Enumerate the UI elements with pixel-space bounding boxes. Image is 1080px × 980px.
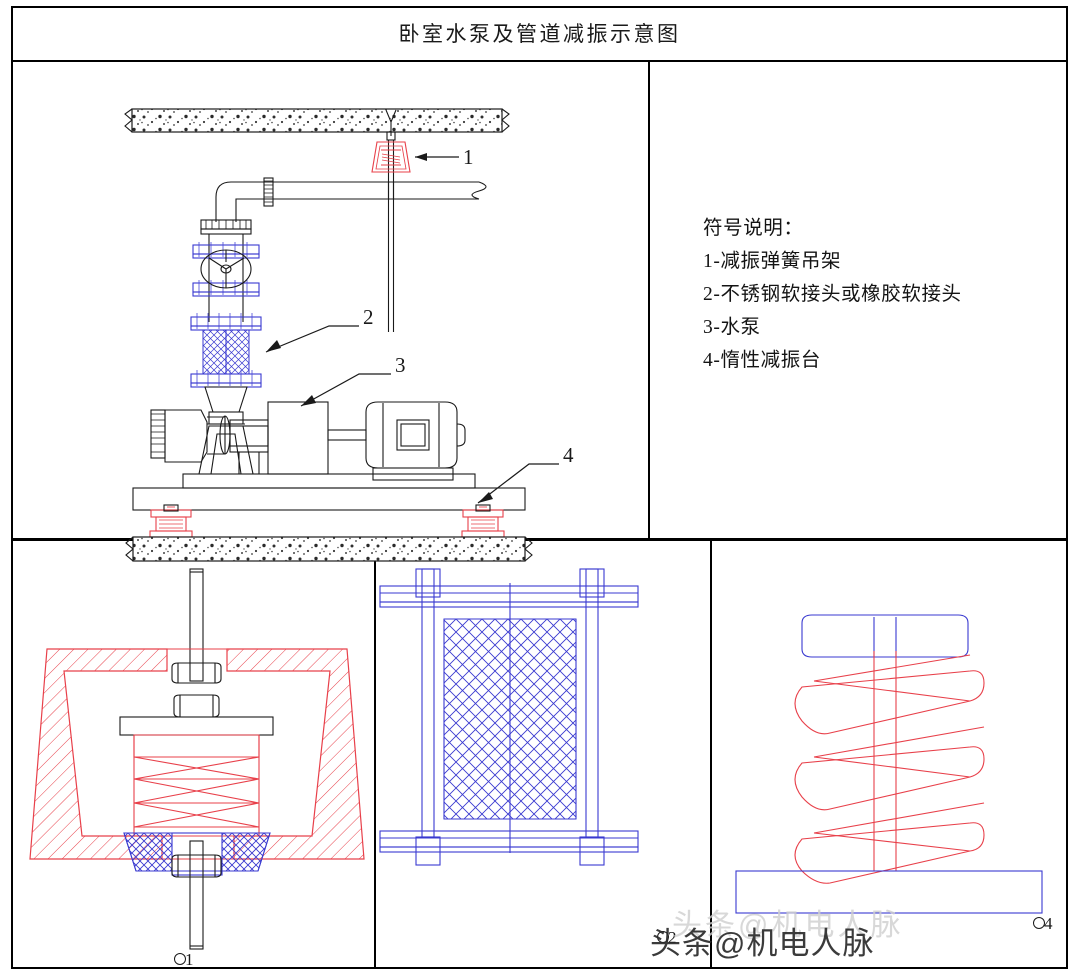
legend-heading: 符号说明： xyxy=(703,218,804,239)
legend-item-4: 4-惰性减振台 xyxy=(703,350,821,371)
detail-1-marker: 1 xyxy=(185,950,194,969)
hanger-spring-top-plate xyxy=(119,694,274,736)
hanger-upper-rod xyxy=(189,568,204,682)
divider-vertical-top xyxy=(648,62,650,539)
isolator-top-plate xyxy=(801,614,969,658)
connector-bottom-flange xyxy=(379,830,639,853)
hanger-housing xyxy=(29,648,365,860)
vertical-riser xyxy=(200,197,252,322)
pump-and-motor xyxy=(150,401,466,481)
connector-top-flange xyxy=(379,585,639,608)
divider-horizontal-middle xyxy=(11,538,1068,541)
callout-3: 3 xyxy=(300,353,406,407)
horizontal-pipe xyxy=(215,177,487,215)
connector-tie-bolts xyxy=(415,568,605,866)
flexible-connector xyxy=(190,313,262,388)
inertia-base xyxy=(132,473,526,511)
valve-assembly xyxy=(192,242,260,297)
hanger-rubber-cup xyxy=(123,832,271,876)
ceiling-slab xyxy=(124,108,510,133)
spring-hanger-isolator xyxy=(371,141,411,173)
watermark: 头条@机电人脉 xyxy=(650,926,875,961)
divider-vertical-bottom-right xyxy=(710,540,712,969)
divider-vertical-bottom-left xyxy=(374,540,376,969)
callout-4-label: 4 xyxy=(563,443,574,467)
detail-panel-spring-isolator: 4 xyxy=(714,541,1066,969)
legend-item-3: 3-水泵 xyxy=(703,317,761,338)
title-band: 卧室水泵及管道减振示意图 xyxy=(11,6,1068,62)
detail-panel-flexible-connector: 2 xyxy=(378,541,708,969)
hanger-top-nut xyxy=(171,662,222,684)
sheet-title: 卧室水泵及管道减振示意图 xyxy=(398,22,681,46)
main-assembly-view: 1 xyxy=(11,62,648,562)
legend-item-2: 2-不锈钢软接头或橡胶软接头 xyxy=(703,284,962,305)
callout-1-label: 1 xyxy=(463,145,474,169)
watermark-ghost: 头条@机电人脉 xyxy=(672,909,904,942)
callout-2-label: 2 xyxy=(363,305,374,329)
detail-panel-spring-hanger: 1 xyxy=(12,541,374,969)
callout-1: 1 xyxy=(415,145,474,169)
callout-2: 2 xyxy=(265,305,374,353)
detail-2-marker: 2 xyxy=(668,928,677,947)
callout-3-label: 3 xyxy=(395,353,406,377)
callout-4: 4 xyxy=(477,443,574,504)
floor-slab xyxy=(125,536,533,562)
hanger-lower-rod xyxy=(171,840,222,950)
legend-block: 符号说明： 1-减振弹簧吊架 2-不锈钢软接头或橡胶软接头 3-水泵 4-惰性减… xyxy=(703,212,1043,377)
isolator-base-plate xyxy=(735,870,1043,914)
base-spring-isolators xyxy=(149,504,505,538)
sheet-border xyxy=(11,6,1068,969)
detail-4-marker: 4 xyxy=(1044,914,1053,933)
hanger-rod-assembly xyxy=(385,109,397,332)
legend-item-1: 1-减振弹簧吊架 xyxy=(703,251,842,272)
hanger-coil-spring xyxy=(133,734,260,837)
isolator-coil-spring xyxy=(794,651,985,884)
